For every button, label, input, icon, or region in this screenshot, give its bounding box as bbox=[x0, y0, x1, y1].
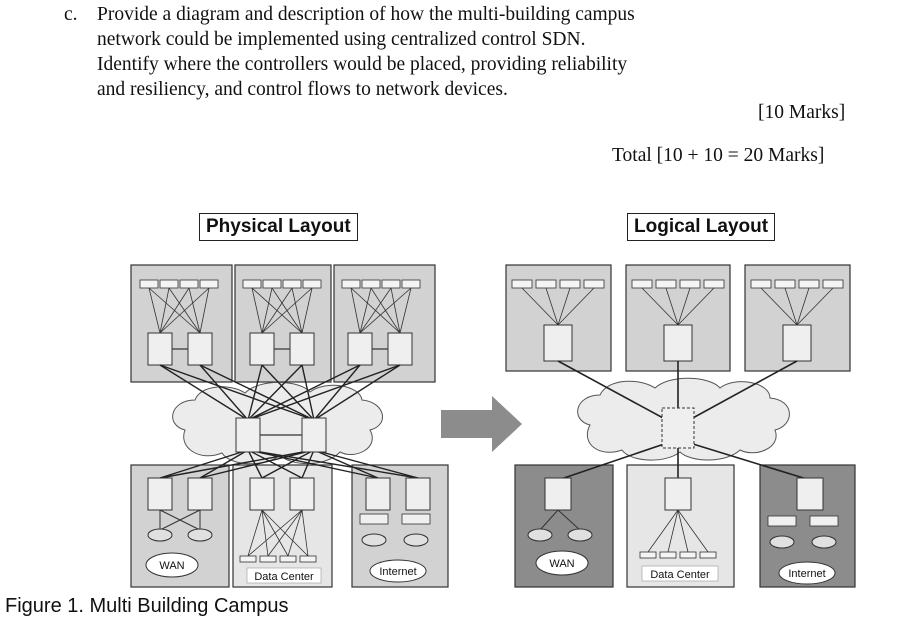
question-letter: c. bbox=[64, 4, 78, 25]
phys-dc-label-box bbox=[246, 567, 322, 584]
phys-internet-cloud bbox=[369, 559, 427, 583]
log-wan-label: WAN bbox=[549, 558, 574, 570]
log-internet-cloud bbox=[778, 561, 836, 585]
phys-dc-label: Data Center bbox=[254, 571, 314, 583]
phys-cloud bbox=[172, 381, 383, 465]
question-line-2: network could be implemented using centr… bbox=[97, 29, 586, 50]
marks-label: [10 Marks] bbox=[758, 102, 846, 123]
transform-arrow bbox=[441, 396, 522, 452]
question-line-1: Provide a diagram and description of how… bbox=[97, 4, 635, 25]
phys-wan-label: WAN bbox=[159, 560, 184, 572]
total-marks-label: Total [10 + 10 = 20 Marks] bbox=[612, 145, 825, 166]
physical-layout-title: Physical Layout bbox=[199, 213, 358, 241]
log-wan-cloud bbox=[535, 550, 589, 576]
phys-internet-label: Internet bbox=[379, 566, 416, 578]
logical-layout-diagram: WAN Data Center Internet bbox=[505, 264, 856, 588]
log-dc-label: Data Center bbox=[650, 569, 710, 581]
figure-caption: Figure 1. Multi Building Campus bbox=[5, 595, 289, 617]
physical-layout-diagram: WAN Data Center Internet bbox=[130, 264, 449, 588]
log-internet-label: Internet bbox=[788, 568, 825, 580]
question-line-4: and resiliency, and control flows to net… bbox=[97, 79, 508, 100]
log-core-switch bbox=[661, 407, 695, 449]
log-dc-label-box bbox=[641, 565, 719, 582]
logical-layout-title: Logical Layout bbox=[627, 213, 776, 241]
question-line-3: Identify where the controllers would be … bbox=[97, 54, 628, 75]
phys-wan-cloud bbox=[145, 552, 199, 578]
